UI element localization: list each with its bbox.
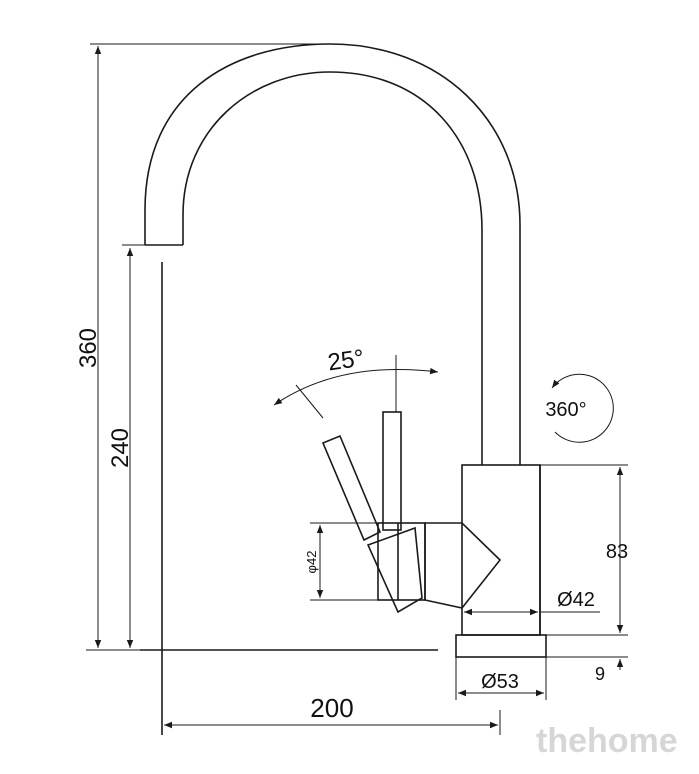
lever-joint — [366, 526, 423, 614]
faucet-base — [455, 634, 547, 658]
label-83: 83 — [606, 541, 628, 563]
dimension-labels: 360 240 25° 360° φ42 83 Ø42 Ø53 9 200 — [75, 328, 628, 723]
label-d53: Ø53 — [481, 671, 519, 693]
label-200: 200 — [310, 693, 353, 723]
label-phi42: φ42 — [304, 551, 319, 574]
lever-tilted — [321, 434, 382, 542]
label-240: 240 — [107, 428, 134, 468]
label-360-deg: 360° — [545, 399, 586, 421]
spout-outer-curve — [144, 43, 521, 465]
faucet-body — [461, 464, 541, 636]
label-360: 360 — [75, 328, 102, 368]
lever-upright — [382, 411, 402, 531]
label-d42: Ø42 — [557, 589, 595, 611]
label-25-deg: 25° — [326, 345, 366, 377]
faucet-outline — [140, 43, 547, 735]
label-9: 9 — [595, 664, 605, 684]
dim-360-swivel-arc — [551, 373, 614, 443]
spout-inner-curve — [182, 71, 483, 465]
dimension-lines — [86, 43, 628, 735]
watermark-logo: thehome — [536, 722, 678, 760]
dim-25-arc — [273, 367, 439, 406]
